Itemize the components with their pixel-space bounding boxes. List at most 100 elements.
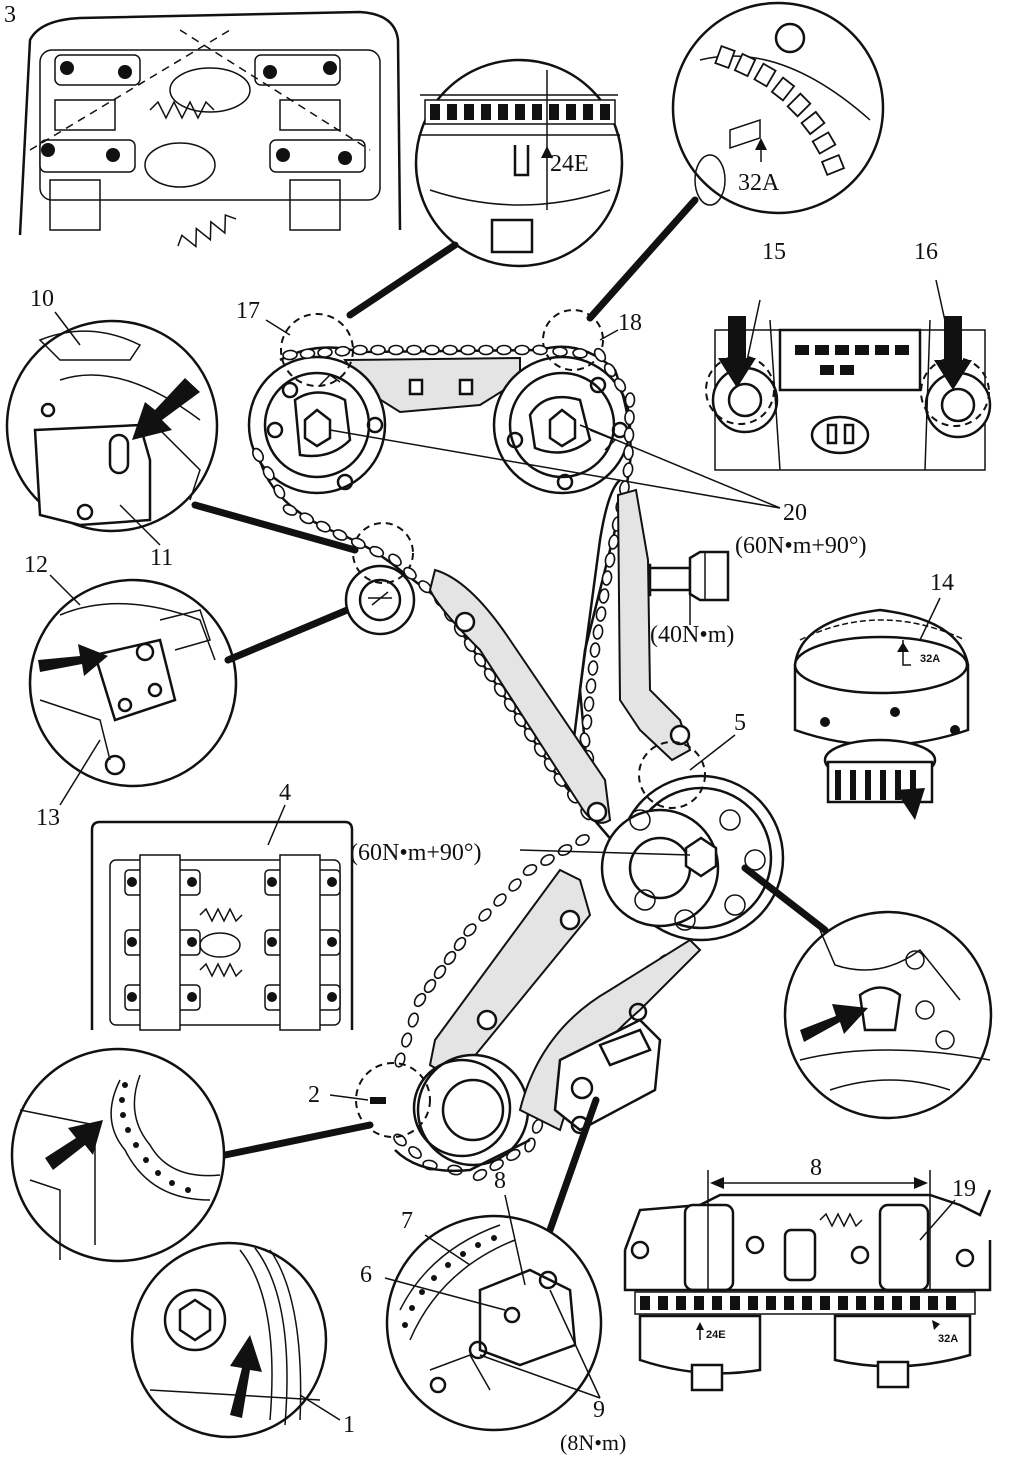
chain-link [604, 552, 616, 568]
chain-link [595, 606, 607, 622]
chain-link [493, 893, 507, 907]
detail-intake-mark: 24E [414, 58, 624, 268]
chain-link [350, 537, 366, 550]
label-18: 18 [618, 310, 642, 336]
chain-link [601, 570, 613, 586]
chain-link [581, 714, 593, 730]
chain-link [317, 347, 333, 358]
marking-arrow-icon [230, 1335, 262, 1418]
chain-link [478, 344, 494, 356]
chain-link [514, 344, 530, 356]
arrow-icon [45, 1120, 103, 1170]
chain-link [442, 344, 458, 356]
chain-link [443, 950, 457, 966]
chain-link [572, 348, 588, 359]
chain-link [623, 444, 634, 461]
chain-link [315, 520, 331, 533]
label-3: 3 [4, 2, 16, 28]
detail-crank-mark [783, 910, 993, 1120]
label-13: 13 [36, 805, 60, 831]
middle-guides [428, 488, 692, 1082]
chain-link [299, 512, 315, 525]
chain-link [463, 923, 477, 937]
chain-link [624, 392, 636, 408]
detail-crank-chain-mark [10, 1047, 226, 1263]
arrow-icon [132, 378, 200, 440]
chain-link [403, 566, 417, 580]
bottom-mark-32a: 32A [938, 1333, 958, 1345]
label-19: 19 [952, 1176, 976, 1202]
chain-link [251, 447, 265, 463]
detail-tensioner-bolts: 6 7 8 9 (8N•m) [360, 1168, 626, 1455]
chain-link [273, 484, 286, 499]
bottom-mark-24e: 24E [706, 1329, 726, 1341]
torque-crank-sprocket: (60N•m+90°) [350, 840, 482, 866]
chain-link [478, 908, 492, 922]
chain-link [282, 349, 298, 361]
label-11: 11 [150, 545, 173, 571]
label-17: 17 [236, 298, 260, 324]
chain-link [369, 545, 385, 558]
chain-link [575, 833, 590, 847]
lower-tensioner [518, 938, 702, 1234]
chain-link [423, 978, 437, 994]
chain-link [524, 1137, 536, 1153]
label-10: 10 [30, 286, 54, 312]
torque-tensioner-bolts: (8N•m) [560, 1430, 626, 1455]
chain-link [401, 1032, 413, 1048]
chain-link [433, 964, 447, 980]
label-16: 16 [914, 239, 938, 265]
chain-link [472, 1168, 488, 1182]
camshaft-adjuster: 32A 14 [793, 570, 970, 820]
chain-link [623, 427, 635, 443]
chain-link [334, 345, 351, 357]
chain-link [393, 1133, 407, 1147]
label-5: 5 [734, 710, 746, 736]
cylinder-head-plan-view: 4 [90, 780, 354, 1031]
chain-link [406, 344, 422, 356]
chain-link [532, 344, 548, 356]
chain-link [613, 377, 627, 393]
crankshaft-sprocket: 2 [221, 1053, 531, 1173]
mark-24e: 24E [550, 151, 589, 177]
torque-camshaft-bolts: (60N•m+90°) [735, 533, 867, 559]
label-8-width: 8 [810, 1155, 822, 1181]
label-15: 15 [762, 239, 786, 265]
engine-front-view: 15 16 [705, 239, 992, 471]
chain-link [593, 347, 607, 363]
chain-link [388, 344, 404, 356]
chain-link [583, 696, 595, 712]
chain-link [552, 346, 568, 357]
chain-link [424, 344, 440, 356]
chain-link [540, 853, 555, 867]
chain-link [589, 642, 601, 658]
chain-link [592, 624, 604, 640]
chain-link [407, 1012, 419, 1028]
arrow-icon [800, 1004, 868, 1042]
arrow-icon [38, 644, 108, 676]
chain-link [508, 878, 522, 892]
label-14: 14 [930, 570, 954, 596]
chain-link [388, 553, 402, 567]
assembled-head-view: 24E 32A 8 19 [623, 1155, 992, 1392]
chain-link [624, 409, 635, 426]
detail-tensioner-10-11: 10 11 [5, 286, 359, 571]
chain-link [460, 344, 476, 356]
chain-link [453, 936, 467, 952]
intermediate-sprocket [344, 522, 416, 636]
label-1: 1 [343, 1412, 355, 1438]
detail-tensioner-12-13: 12 13 [24, 552, 356, 831]
cylinder-head-top-view: 3 [4, 2, 402, 248]
chain-link [598, 588, 610, 604]
chain-link [352, 344, 368, 356]
chain-link [585, 678, 597, 694]
label-8-detail: 8 [494, 1168, 506, 1194]
chain-link [587, 660, 599, 676]
chain-link [413, 992, 427, 1008]
upper-chain-and-sprockets: 17 18 20 (60N•m+90°) [236, 196, 867, 559]
drive-sprocket-5: 5 (60N•m+90°) [350, 710, 829, 942]
chain-link [408, 1146, 422, 1159]
label-9: 9 [593, 1397, 605, 1423]
adjuster-mark: 32A [920, 653, 940, 665]
